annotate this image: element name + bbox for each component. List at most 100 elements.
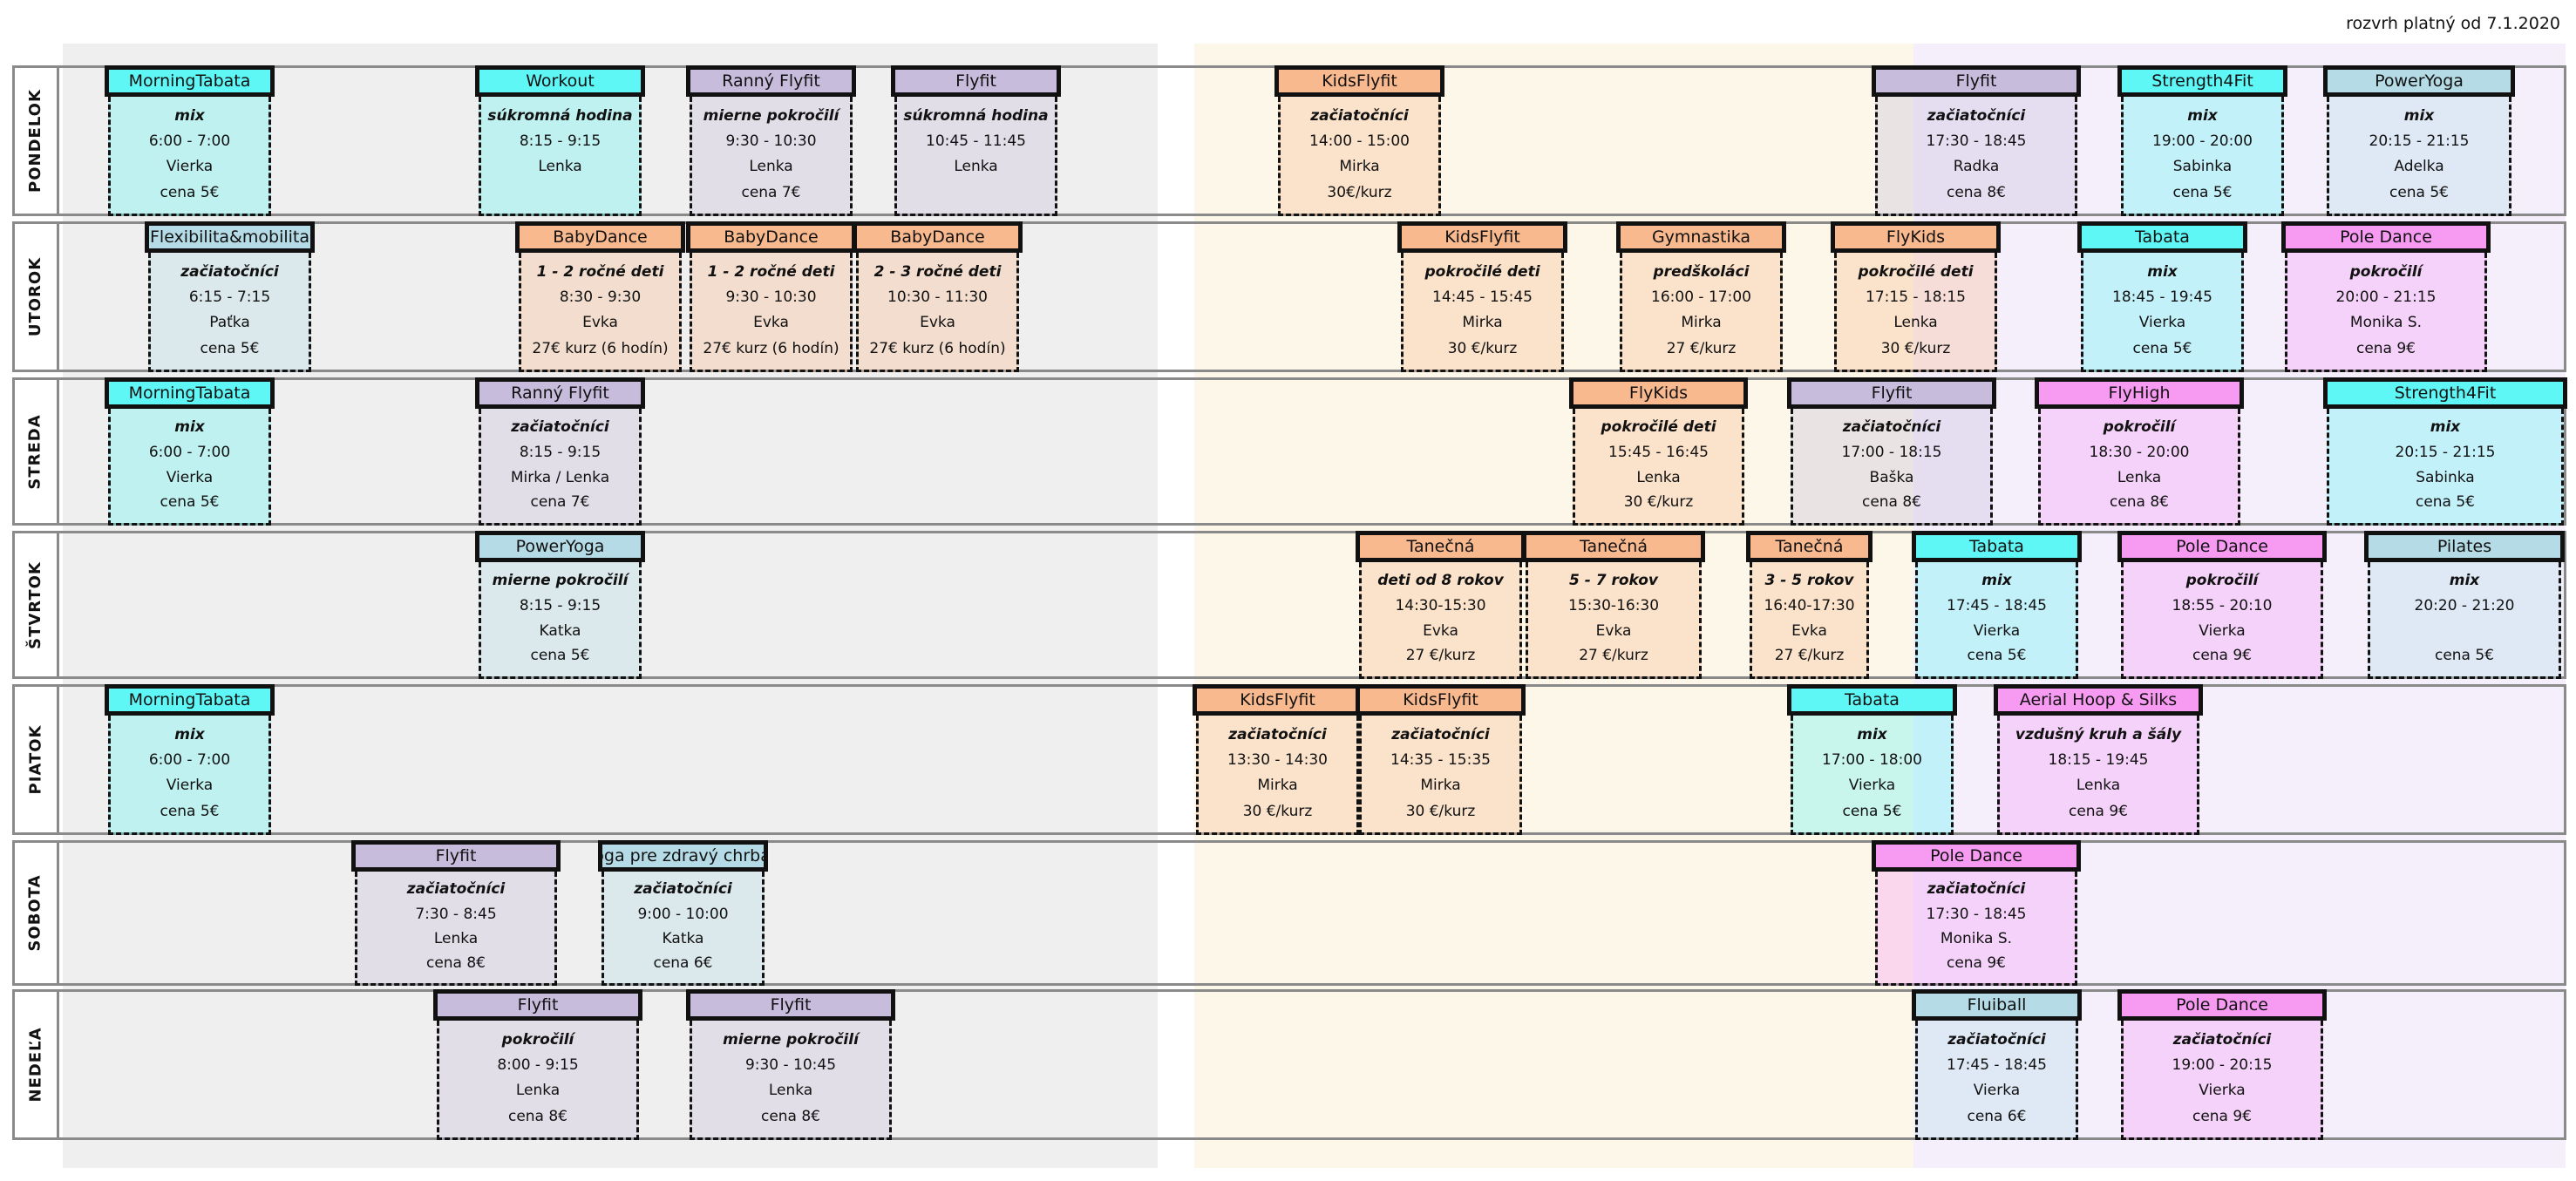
class-instructor: Baška (1869, 468, 1914, 486)
class-level: mix (2403, 106, 2435, 125)
class-price: 27€ kurz (6 hodín) (869, 339, 1006, 357)
class-price (974, 185, 978, 201)
class-level: 3 - 5 rokov (1764, 572, 1854, 590)
class-title: PowerYoga (475, 531, 645, 562)
class-time: 18:55 - 20:10 (2172, 596, 2273, 614)
class-time: 9:00 - 10:00 (637, 905, 729, 923)
class-instructor: Vierka (166, 468, 214, 486)
class-level: začiatočníci (1310, 106, 1409, 125)
class-level: začiatočníci (1927, 106, 2026, 125)
class-title: FlyHigh (2035, 377, 2244, 409)
class-price: cena 8€ (1946, 183, 2007, 201)
class-title: KidsFlyfit (1193, 684, 1363, 716)
class-title: Pole Dance (2117, 989, 2327, 1021)
class-time: 16:40-17:30 (1764, 596, 1855, 614)
class-price: cena 9€ (2192, 647, 2253, 665)
class-time: 8:00 - 9:15 (497, 1055, 579, 1074)
class-price: cena 6€ (653, 954, 713, 972)
class-price: cena 9€ (1946, 954, 2007, 972)
class-level: mix (1981, 572, 2012, 590)
class-title: Pole Dance (2281, 221, 2491, 253)
day-row (12, 840, 2566, 986)
class-time: 16:00 - 17:00 (1651, 288, 1751, 306)
class-time: 17:30 - 18:45 (1926, 905, 2027, 923)
class-price: cena 7€ (741, 183, 801, 201)
class-price: 27 €/kurz (1405, 647, 1476, 665)
class-title: Flyfit (686, 989, 895, 1021)
class-price: 30 €/kurz (1623, 493, 1694, 512)
class-price: cena 5€ (160, 183, 220, 201)
class-level: mix (2430, 418, 2461, 437)
class-instructor: Lenka (515, 1082, 561, 1100)
day-row (12, 531, 2566, 679)
class-price: cena 5€ (160, 493, 220, 512)
class-level: začiatočníci (1927, 880, 2026, 899)
class-instructor: Katka (539, 621, 581, 640)
class-title: Strength4Fit (2117, 65, 2287, 97)
class-level: vzdušný kruh a šály (2015, 725, 2182, 743)
class-level: pokročilí (501, 1030, 574, 1049)
class-price: cena 8€ (1861, 493, 1922, 512)
class-time: 18:45 - 19:45 (2112, 288, 2212, 306)
class-instructor: Lenka (2076, 777, 2121, 795)
class-title: Tabata (1787, 684, 1957, 716)
class-time: 18:15 - 19:45 (2048, 750, 2149, 769)
class-title: KidsFlyfit (1397, 221, 1567, 253)
class-time: 17:45 - 18:45 (1947, 1055, 2047, 1074)
class-price: cena 8€ (507, 1107, 568, 1125)
class-level: mix (2147, 262, 2178, 281)
class-instructor: Lenka (954, 158, 998, 176)
class-level: pokročilí (2185, 572, 2259, 590)
class-title: Flyfit (1787, 377, 1996, 409)
class-time: 8:30 - 9:30 (559, 288, 642, 306)
class-time: 19:00 - 20:15 (2172, 1055, 2273, 1074)
class-price: 30 €/kurz (1880, 339, 1951, 357)
class-time: 17:15 - 18:15 (1866, 288, 1966, 306)
class-instructor: Evka (753, 314, 789, 332)
class-level: 1 - 2 ročné deti (707, 262, 835, 281)
class-level: začiatočníci (1228, 725, 1327, 743)
class-time: 15:30-16:30 (1567, 596, 1660, 614)
class-level: mix (174, 418, 205, 437)
class-time: 6:00 - 7:00 (148, 132, 231, 150)
class-level: 1 - 2 ročné deti (536, 262, 664, 281)
class-price: cena 5€ (1842, 802, 1902, 820)
class-instructor: Adelka (2394, 158, 2444, 176)
class-time: 9:30 - 10:30 (725, 132, 817, 150)
class-title: PowerYoga (2323, 65, 2515, 97)
class-level: 2 - 3 ročné deti (873, 262, 1002, 281)
class-instructor: Evka (582, 314, 618, 332)
class-price: cena 5€ (2172, 183, 2233, 201)
class-instructor: Radka (1953, 158, 2000, 176)
class-price: cena 8€ (760, 1107, 821, 1125)
class-title: Tanečná (1356, 531, 1526, 562)
class-instructor: Mirka (1257, 777, 1298, 795)
class-title: MorningTabata (105, 377, 275, 409)
class-level: predškoláci (1653, 262, 1750, 281)
day-label-text: STREDA (26, 413, 44, 490)
